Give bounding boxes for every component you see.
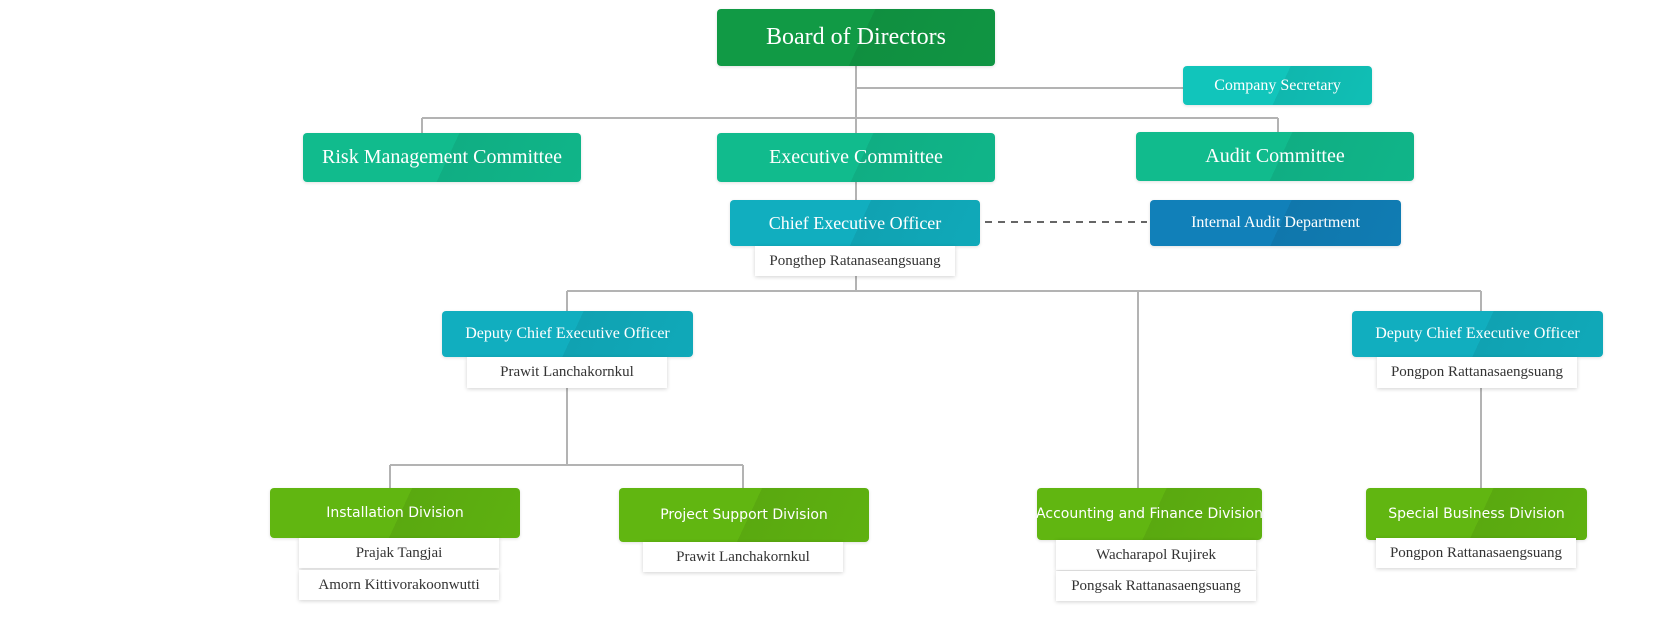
installation-name-1: Prajak Tangjai [355, 544, 443, 561]
accounting-name-card-1: Wacharapol Rujirek [1056, 540, 1256, 570]
accounting-name-card-2: Pongsak Rattanasaengsuang [1056, 571, 1256, 601]
deputy-ceo-left-box: Deputy Chief Executive Officer [442, 311, 693, 357]
installation-name-card-2: Amorn Kittivorakoonwutti [299, 570, 499, 600]
accounting-name-2: Pongsak Rattanasaengsuang [1071, 577, 1241, 594]
executive-committee-title: Executive Committee [769, 146, 943, 168]
installation-division-title: Installation Division [326, 505, 464, 521]
installation-name-2: Amorn Kittivorakoonwutti [318, 576, 480, 593]
deputy-ceo-left-title: Deputy Chief Executive Officer [465, 325, 670, 342]
accounting-finance-division-box: Accounting and Finance Division [1036, 488, 1263, 540]
special-business-name-1: Pongpon Rattanasaengsuang [1389, 544, 1563, 561]
audit-committee-title: Audit Committee [1205, 145, 1345, 167]
installation-division-box: Installation Division [270, 488, 520, 538]
internal-audit-department-box: Internal Audit Department [1150, 200, 1401, 246]
risk-committee-title: Risk Management Committee [322, 146, 562, 168]
project-support-division-box: Project Support Division [619, 488, 869, 542]
board-title: Board of Directors [766, 24, 946, 50]
ceo-title: Chief Executive Officer [768, 212, 942, 233]
special-business-division-title: Special Business Division [1388, 506, 1565, 522]
risk-management-committee-box: Risk Management Committee [303, 133, 581, 182]
special-business-division-box: Special Business Division [1366, 488, 1587, 540]
ceo-name: Pongthep Ratanaseangsuang [769, 252, 941, 269]
project-support-name-card-1: Prawit Lanchakornkul [643, 542, 843, 572]
deputy-ceo-left-name: Prawit Lanchakornkul [500, 364, 634, 380]
ceo-box: Chief Executive Officer [730, 200, 980, 246]
deputy-ceo-left-name-card: Prawit Lanchakornkul [467, 357, 667, 388]
deputy-ceo-right-box: Deputy Chief Executive Officer [1352, 311, 1603, 357]
audit-committee-box: Audit Committee [1136, 132, 1414, 181]
accounting-name-1: Wacharapol Rujirek [1096, 546, 1216, 563]
installation-name-card-1: Prajak Tangjai [299, 538, 499, 568]
accounting-finance-division-title: Accounting and Finance Division [1036, 506, 1263, 522]
deputy-ceo-right-name: Pongpon Rattanasaengsuang [1390, 364, 1564, 380]
deputy-ceo-right-title: Deputy Chief Executive Officer [1375, 325, 1580, 342]
executive-committee-box: Executive Committee [717, 133, 995, 182]
internal-audit-title: Internal Audit Department [1191, 214, 1360, 231]
special-business-name-card-1: Pongpon Rattanasaengsuang [1376, 538, 1576, 568]
project-support-division-title: Project Support Division [660, 507, 828, 523]
board-of-directors-box: Board of Directors [717, 9, 995, 66]
ceo-name-card: Pongthep Ratanaseangsuang [755, 246, 955, 276]
company-secretary-box: Company Secretary [1183, 66, 1372, 105]
company-secretary-title: Company Secretary [1214, 76, 1341, 94]
deputy-ceo-right-name-card: Pongpon Rattanasaengsuang [1377, 357, 1577, 388]
project-support-name-1: Prawit Lanchakornkul [676, 548, 810, 565]
